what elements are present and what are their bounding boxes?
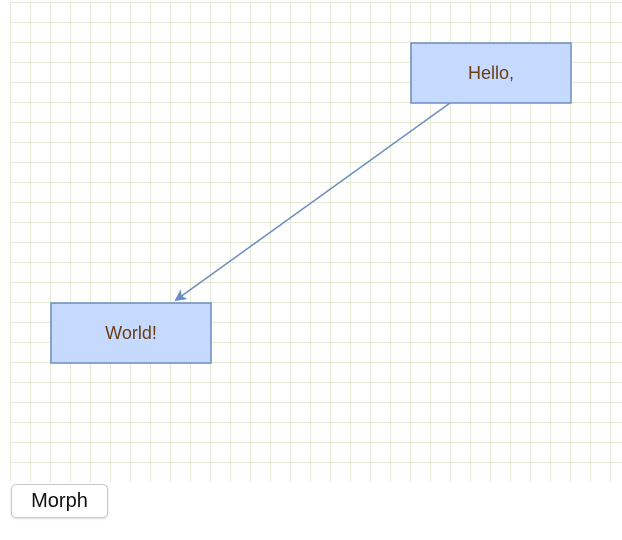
node-world-box[interactable] — [50, 302, 212, 364]
node-hello-box[interactable] — [410, 42, 572, 104]
connector-edge-hello-world[interactable] — [174, 102, 451, 302]
node-hello[interactable]: Hello, — [410, 42, 572, 104]
diagram-svg[interactable]: Hello, World! — [10, 2, 622, 482]
node-hello-label: Hello, — [468, 63, 514, 83]
morph-button[interactable]: Morph — [11, 484, 108, 518]
node-world-label: World! — [105, 323, 157, 343]
diagram-canvas[interactable]: Hello, World! — [10, 2, 622, 482]
node-world[interactable]: World! — [50, 302, 212, 364]
